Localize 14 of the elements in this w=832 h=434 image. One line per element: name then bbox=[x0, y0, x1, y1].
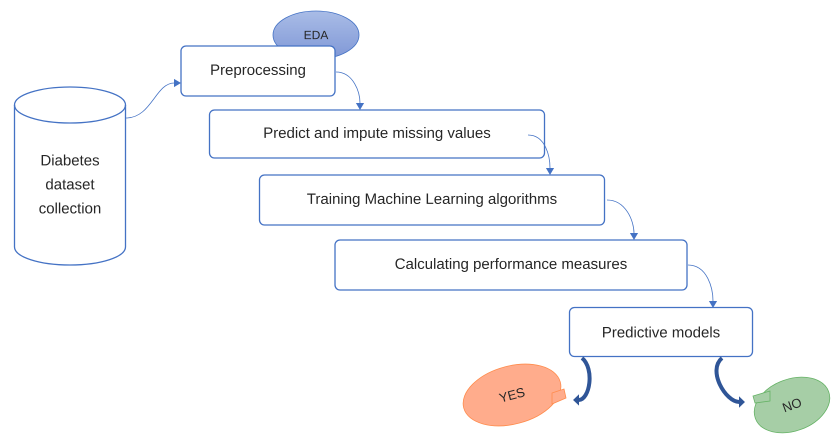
process-box: Predictive models bbox=[568, 306, 754, 358]
process-box: Predict and impute missing values bbox=[208, 109, 546, 159]
arrow bbox=[336, 72, 364, 110]
process-box: Calculating performance measures bbox=[334, 239, 688, 291]
arrow bbox=[606, 200, 638, 240]
arrow bbox=[573, 356, 592, 406]
arrow bbox=[126, 78, 181, 118]
no-bubble: NO bbox=[754, 376, 830, 434]
arrow bbox=[688, 264, 718, 308]
database-cylinder: Diabetes dataset collection bbox=[14, 86, 126, 266]
process-box: Training Machine Learning algorithms bbox=[258, 174, 606, 226]
arrow bbox=[528, 134, 554, 175]
yes-bubble: YES bbox=[462, 364, 562, 426]
process-box: Preprocessing bbox=[180, 45, 336, 97]
